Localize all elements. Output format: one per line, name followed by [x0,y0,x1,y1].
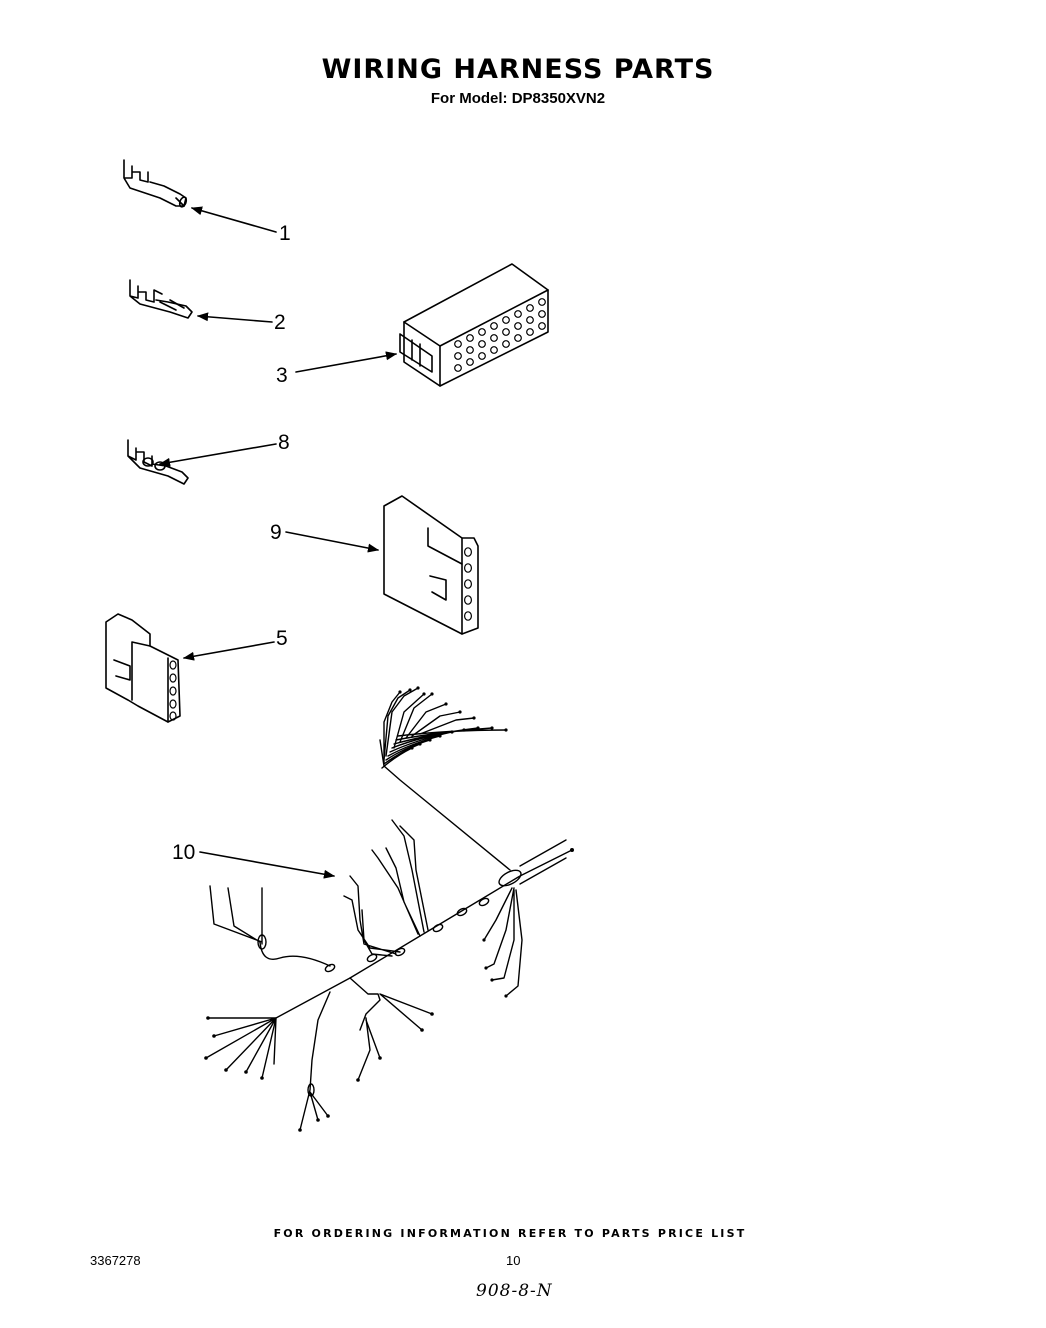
part-1-terminal [123,159,188,208]
part-2-terminal [129,279,193,319]
callout-10: 10 [172,841,195,864]
page-number: 10 [506,1253,521,1268]
part-8-terminal [127,439,189,485]
callout-1: 1 [279,222,291,245]
model-subtitle: For Model: DP8350XVN2 [430,90,606,107]
leader-line-3 [295,351,398,373]
part-5-connector [105,613,181,723]
handwritten-note: 908-8-N [476,1281,553,1301]
leader-line-5 [182,641,275,661]
part-9-connector [383,495,479,635]
document-number: 3367278 [90,1253,141,1268]
callout-2: 2 [274,311,286,334]
callout-9: 9 [270,521,282,544]
leader-line-1 [190,206,277,233]
callout-8: 8 [278,431,290,454]
page-title: WIRING HARNESS PARTS [321,54,715,85]
leader-line-8 [158,443,277,467]
ordering-info-note: FOR ORDERING INFORMATION REFER TO PARTS … [273,1227,747,1240]
leader-line-9 [285,531,380,553]
callout-5: 5 [276,627,288,650]
part-3-connector-block [399,263,549,387]
leader-line-2 [196,312,273,323]
leader-line-10 [199,851,336,879]
callout-3: 3 [276,364,288,387]
part-10-wiring-harness [204,686,574,1132]
